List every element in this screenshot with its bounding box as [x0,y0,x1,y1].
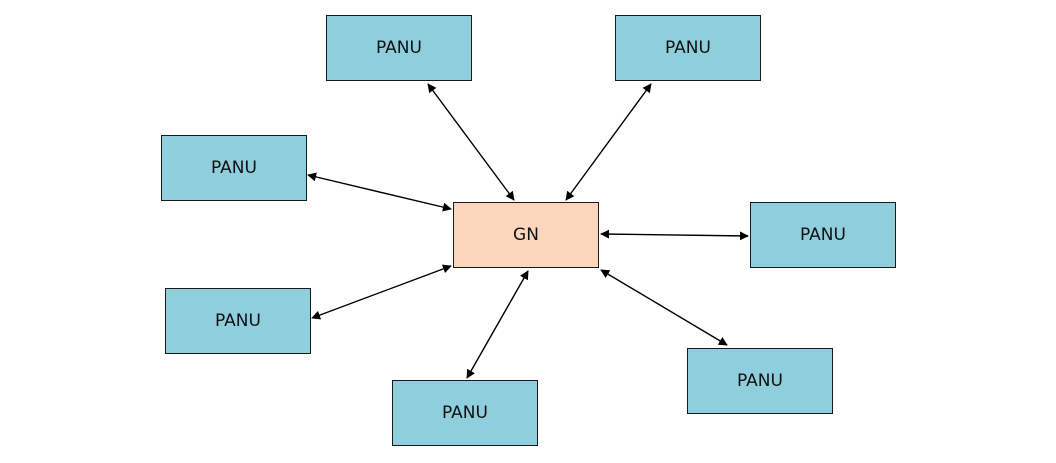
gn-node-label: GN [513,225,539,245]
panu-node-mid-left: PANU [161,135,307,201]
panu-node-label: PANU [737,371,783,391]
panu-node-label: PANU [442,403,488,423]
panu-node-top-right: PANU [615,15,761,81]
edge-gn-panu-top-right [565,83,652,201]
edge-gn-panu-lower-left [311,264,452,320]
panu-node-label: PANU [376,38,422,58]
panu-node-right: PANU [750,202,896,268]
edge-gn-panu-lower-right [600,269,728,346]
panu-node-label: PANU [215,311,261,331]
edge-gn-panu-bottom [466,270,529,379]
panu-node-bottom: PANU [392,380,538,446]
panu-node-label: PANU [211,158,257,178]
edge-gn-panu-mid-left [307,172,452,212]
panu-node-label: PANU [800,225,846,245]
gn-node: GN [453,202,599,268]
panu-node-lower-right: PANU [687,348,833,414]
panu-node-top-left: PANU [326,15,472,81]
edge-gn-panu-top-left [427,83,515,201]
panu-node-label: PANU [665,38,711,58]
panu-node-lower-left: PANU [165,288,311,354]
edge-gn-panu-right [600,229,749,241]
